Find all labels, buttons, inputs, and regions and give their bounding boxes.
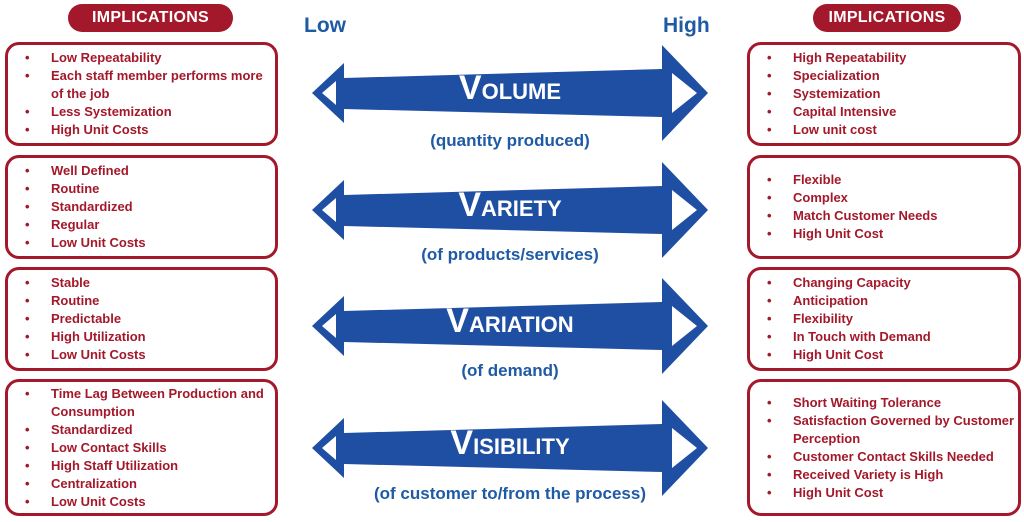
implication-item: Standardized <box>25 421 275 439</box>
implication-item: Flexible <box>767 171 1018 189</box>
implication-item: Stable <box>25 274 275 292</box>
implication-item: Less Systemization <box>25 103 275 121</box>
implication-item: Short Waiting Tolerance <box>767 394 1018 412</box>
implication-item: Routine <box>25 180 275 198</box>
variation-subtitle: (of demand) <box>461 361 559 380</box>
implication-item: Changing Capacity <box>767 274 1018 292</box>
implication-item: Systemization <box>767 85 1018 103</box>
variation-double-arrow-icon <box>312 278 708 374</box>
visibility-double-arrow-icon <box>312 400 708 496</box>
implication-item: Regular <box>25 216 275 234</box>
implication-item: Anticipation <box>767 292 1018 310</box>
implication-item: Satisfaction Governed by Customer Percep… <box>767 412 1018 448</box>
implication-item: Low Contact Skills <box>25 439 275 457</box>
variety-subtitle: (of products/services) <box>421 245 599 264</box>
implication-item: Low Repeatability <box>25 49 275 67</box>
implication-item: Predictable <box>25 310 275 328</box>
implications-label-right: IMPLICATIONS <box>813 4 961 32</box>
visibility-subtitle: (of customer to/from the process) <box>373 484 647 503</box>
implication-item: Routine <box>25 292 275 310</box>
implication-item: Specialization <box>767 67 1018 85</box>
implication-item: Standardized <box>25 198 275 216</box>
visibility-low-implications-box: Time Lag Between Production and Consumpt… <box>5 379 278 516</box>
volume-subtitle: (quantity produced) <box>430 131 590 150</box>
implication-item: High Unit Cost <box>767 484 1018 502</box>
implication-item: Match Customer Needs <box>767 207 1018 225</box>
implications-label-left: IMPLICATIONS <box>68 4 233 32</box>
volume-high-implications-box: High RepeatabilitySpecializationSystemiz… <box>747 42 1021 146</box>
low-label: Low <box>304 14 346 37</box>
implication-item: Low Unit Costs <box>25 234 275 252</box>
implication-item: Well Defined <box>25 162 275 180</box>
variation-low-implications-box: StableRoutinePredictableHigh Utilization… <box>5 267 278 371</box>
implication-item: High Unit Costs <box>25 121 275 139</box>
implication-item: Centralization <box>25 475 275 493</box>
implication-item: High Staff Utilization <box>25 457 275 475</box>
variety-high-implications-box: FlexibleComplexMatch Customer NeedsHigh … <box>747 155 1021 259</box>
variety-double-arrow-icon <box>312 162 708 258</box>
variation-title: VARIATION <box>446 302 574 340</box>
implication-item: High Unit Cost <box>767 346 1018 364</box>
implication-item: Each staff member performs more of the j… <box>25 67 275 103</box>
high-label: High <box>663 14 710 37</box>
implication-item: Complex <box>767 189 1018 207</box>
volume-double-arrow-icon <box>312 45 708 141</box>
implication-item: Customer Contact Skills Needed <box>767 448 1018 466</box>
implication-item: High Utilization <box>25 328 275 346</box>
implication-item: High Unit Cost <box>767 225 1018 243</box>
visibility-title: VISIBILITY <box>450 424 570 462</box>
implication-item: Received Variety is High <box>767 466 1018 484</box>
implication-item: Capital Intensive <box>767 103 1018 121</box>
variety-low-implications-box: Well DefinedRoutineStandardizedRegularLo… <box>5 155 278 259</box>
implication-item: Flexibility <box>767 310 1018 328</box>
variety-title: VARIETY <box>458 186 562 224</box>
implication-item: Low Unit Costs <box>25 346 275 364</box>
volume-low-implications-box: Low RepeatabilityEach staff member perfo… <box>5 42 278 146</box>
implication-item: Time Lag Between Production and Consumpt… <box>25 385 275 421</box>
implication-item: High Repeatability <box>767 49 1018 67</box>
implication-item: Low unit cost <box>767 121 1018 139</box>
visibility-high-implications-box: Short Waiting ToleranceSatisfaction Gove… <box>747 379 1021 516</box>
implication-item: In Touch with Demand <box>767 328 1018 346</box>
variation-high-implications-box: Changing CapacityAnticipationFlexibility… <box>747 267 1021 371</box>
implication-item: Low Unit Costs <box>25 493 275 511</box>
volume-title: VOLUME <box>458 69 562 107</box>
